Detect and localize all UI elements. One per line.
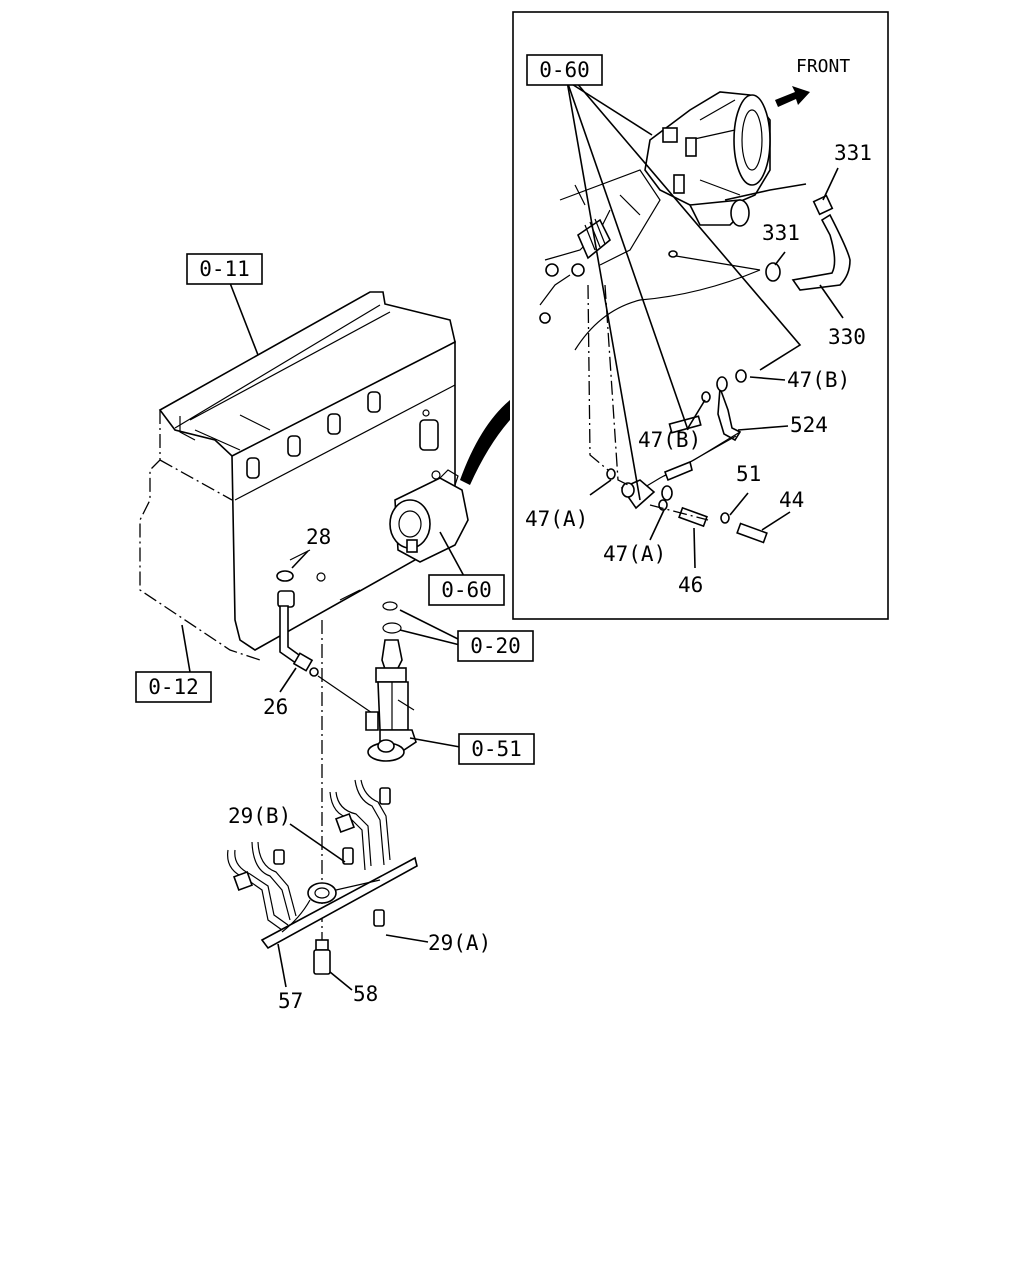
inset-pump-drawing — [539, 86, 810, 351]
svg-text:0-20: 0-20 — [470, 634, 521, 658]
callout-47b-left: 47(B) — [638, 428, 701, 452]
front-direction-label: FRONT — [796, 56, 850, 77]
callout-26: 26 — [263, 695, 288, 719]
callout-28: 28 — [306, 525, 331, 549]
pipe-26-drawing — [276, 570, 376, 716]
svg-text:0-11: 0-11 — [199, 257, 250, 281]
main-leader-lines — [181, 282, 466, 991]
callout-29b: 29(B) — [228, 804, 291, 828]
ref-box-0-11: 0-11 — [186, 253, 263, 285]
ref-box-0-51: 0-51 — [458, 733, 535, 765]
svg-text:0-51: 0-51 — [471, 737, 522, 761]
inset-leader-lines — [566, 80, 844, 569]
callout-331-mid: 331 — [762, 221, 800, 245]
callout-47b-right: 47(B) — [787, 368, 850, 392]
callout-330: 330 — [828, 325, 866, 349]
callout-47a-mid: 47(A) — [603, 542, 666, 566]
manifold-57-drawing — [227, 779, 418, 975]
callout-44: 44 — [779, 488, 804, 512]
callout-57: 57 — [278, 989, 303, 1013]
ref-box-0-60: 0-60 — [428, 574, 505, 606]
engine-block-drawing — [139, 291, 510, 940]
callout-47a-left: 47(A) — [525, 507, 588, 531]
callout-29a: 29(A) — [428, 931, 491, 955]
inset-hose-drawing — [668, 194, 851, 291]
inset-frame — [512, 11, 889, 620]
callout-58: 58 — [353, 982, 378, 1006]
svg-text:0-60: 0-60 — [441, 578, 492, 602]
callout-524: 524 — [790, 413, 828, 437]
ref-box-inset-0-60: 0-60 — [526, 54, 603, 86]
callout-51: 51 — [736, 462, 761, 486]
ref-box-0-20: 0-20 — [457, 630, 534, 662]
ref-box-0-12: 0-12 — [135, 671, 212, 703]
svg-text:0-12: 0-12 — [148, 675, 199, 699]
pump-0-51-drawing — [365, 601, 417, 762]
svg-text:0-60: 0-60 — [539, 58, 590, 82]
callout-46: 46 — [678, 573, 703, 597]
callout-331-top: 331 — [834, 141, 872, 165]
